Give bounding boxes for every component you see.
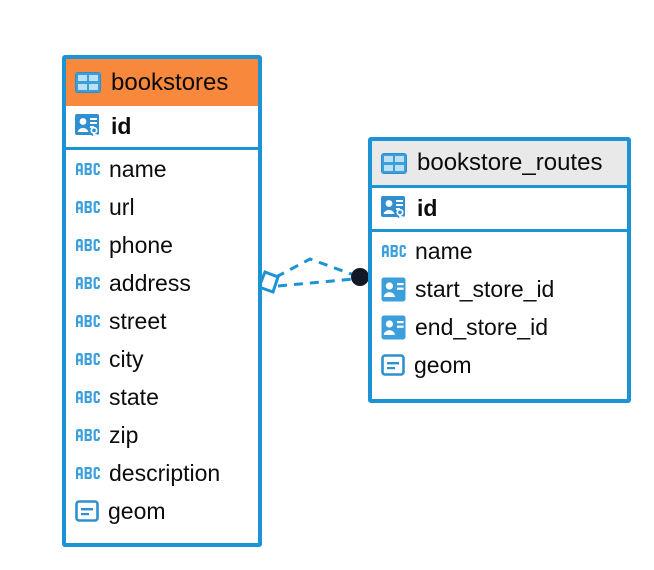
entity-title: bookstore_routes (417, 149, 603, 176)
primary-key-icon (381, 196, 405, 220)
field-row[interactable]: geom (372, 346, 627, 384)
field-label: geom (108, 497, 166, 524)
table-icon (381, 152, 407, 174)
table-icon (75, 72, 101, 93)
filled-circle-marker (351, 268, 369, 286)
foreign-key-icon (381, 277, 406, 301)
field-row[interactable]: phone (66, 226, 258, 264)
field-label: phone (109, 231, 173, 258)
abc-text-icon (76, 239, 100, 251)
abc-text-icon (382, 245, 406, 257)
field-row[interactable]: geom (66, 492, 258, 530)
entity-header-bookstores[interactable]: bookstores (66, 59, 258, 106)
field-label: name (109, 155, 167, 182)
field-label: name (415, 237, 473, 264)
field-list-bookstores: id name url (66, 106, 258, 530)
entity-title: bookstores (111, 68, 229, 96)
field-label: state (109, 383, 159, 410)
field-row[interactable]: address (66, 264, 258, 302)
field-label: id (417, 195, 438, 221)
field-label: geom (414, 351, 472, 378)
primary-key-icon (75, 114, 99, 138)
field-list-bookstore-routes: id name start_store_id (372, 188, 627, 384)
field-row[interactable]: id (372, 188, 627, 232)
abc-text-icon (76, 163, 100, 175)
field-row[interactable]: url (66, 188, 258, 226)
field-label: id (111, 113, 132, 139)
field-label: street (109, 307, 167, 334)
abc-text-icon (76, 429, 100, 441)
abc-text-icon (76, 201, 100, 213)
field-row[interactable]: street (66, 302, 258, 340)
abc-text-icon (76, 315, 100, 327)
relationship-line-upper (275, 257, 355, 279)
field-label: description (109, 459, 221, 486)
field-row[interactable]: zip (66, 416, 258, 454)
entity-table-bookstore-routes[interactable]: bookstore_routes id (368, 137, 631, 403)
field-label: start_store_id (415, 275, 555, 302)
abc-text-icon (76, 391, 100, 403)
field-row[interactable]: end_store_id (372, 308, 627, 346)
geometry-icon (75, 500, 99, 522)
entity-header-bookstore-routes[interactable]: bookstore_routes (372, 141, 627, 188)
field-label: city (109, 345, 144, 372)
field-row[interactable]: id (66, 106, 258, 150)
abc-text-icon (76, 353, 100, 365)
abc-text-icon (76, 467, 100, 479)
field-row[interactable]: state (66, 378, 258, 416)
field-label: url (109, 193, 135, 220)
field-row[interactable]: city (66, 340, 258, 378)
relationship-line-lower (277, 277, 355, 288)
geometry-icon (381, 354, 405, 376)
field-row[interactable]: description (66, 454, 258, 492)
field-label: end_store_id (415, 313, 548, 340)
field-row[interactable]: name (66, 150, 258, 188)
field-label: address (109, 269, 191, 296)
foreign-key-icon (381, 315, 406, 339)
abc-text-icon (76, 277, 100, 289)
field-row[interactable]: start_store_id (372, 270, 627, 308)
field-label: zip (109, 421, 139, 448)
entity-table-bookstores[interactable]: bookstores id (62, 55, 262, 547)
field-row[interactable]: name (372, 232, 627, 270)
